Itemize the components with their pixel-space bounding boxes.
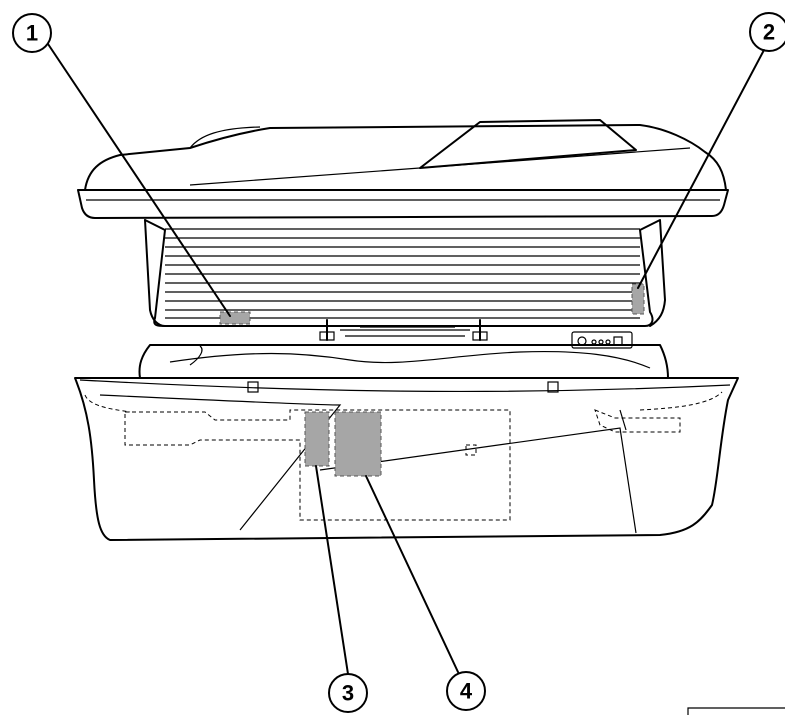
canopy xyxy=(77,119,729,327)
component-1-highlight xyxy=(219,311,251,325)
callout-2: 2 xyxy=(749,12,785,52)
callout-1-label: 1 xyxy=(26,21,38,46)
component-3-highlight xyxy=(304,411,330,467)
leader-lines xyxy=(47,43,765,675)
callout-3-label: 3 xyxy=(342,681,354,706)
lamp-tubes xyxy=(165,228,640,319)
callout-3: 3 xyxy=(328,673,368,713)
component-4-highlight xyxy=(334,411,382,477)
callout-1: 1 xyxy=(12,13,52,53)
frame-corner xyxy=(687,707,785,715)
component-2-highlight xyxy=(631,283,645,315)
callout-2-label: 2 xyxy=(763,20,775,45)
callout-4-label: 4 xyxy=(460,679,473,704)
base-unit xyxy=(74,344,739,541)
hinge-struts xyxy=(319,319,488,341)
callout-4: 4 xyxy=(446,671,486,711)
